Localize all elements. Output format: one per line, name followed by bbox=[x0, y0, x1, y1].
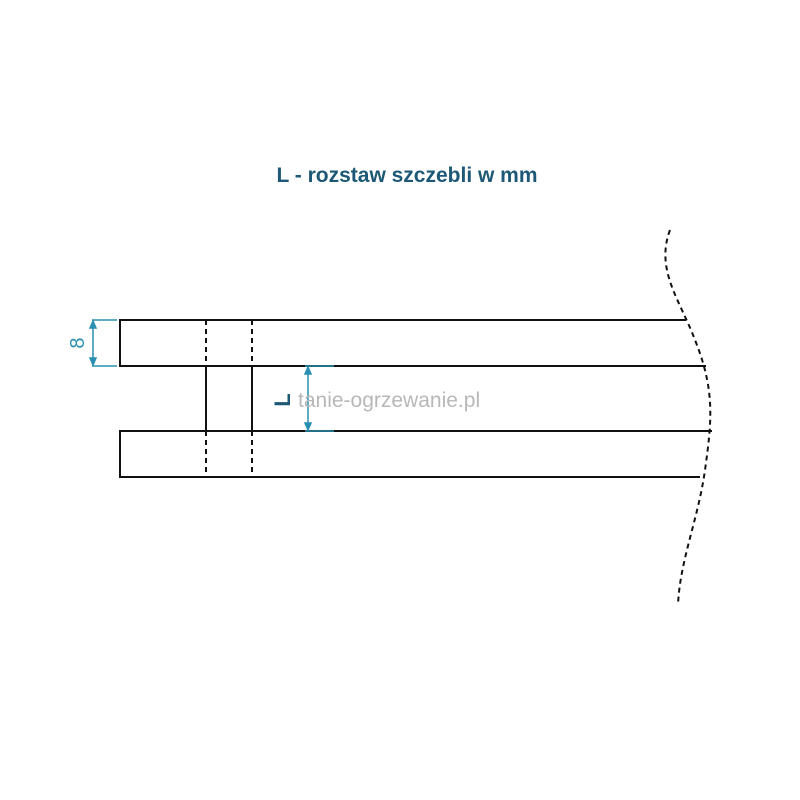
thickness-value: 8 bbox=[67, 337, 89, 348]
top-rung bbox=[119, 319, 706, 367]
hidden-lines bbox=[205, 229, 712, 606]
watermark: tanie-ogrzewanie.pl bbox=[298, 389, 480, 412]
bottom-rung bbox=[119, 430, 712, 478]
break-line bbox=[664, 229, 712, 606]
spacing-label: L bbox=[270, 393, 295, 406]
rungs bbox=[119, 319, 712, 478]
thickness-dimension bbox=[88, 319, 117, 367]
spacing-dimension bbox=[303, 365, 334, 432]
diagram-title: L - rozstaw szczebli w mm bbox=[276, 164, 537, 187]
